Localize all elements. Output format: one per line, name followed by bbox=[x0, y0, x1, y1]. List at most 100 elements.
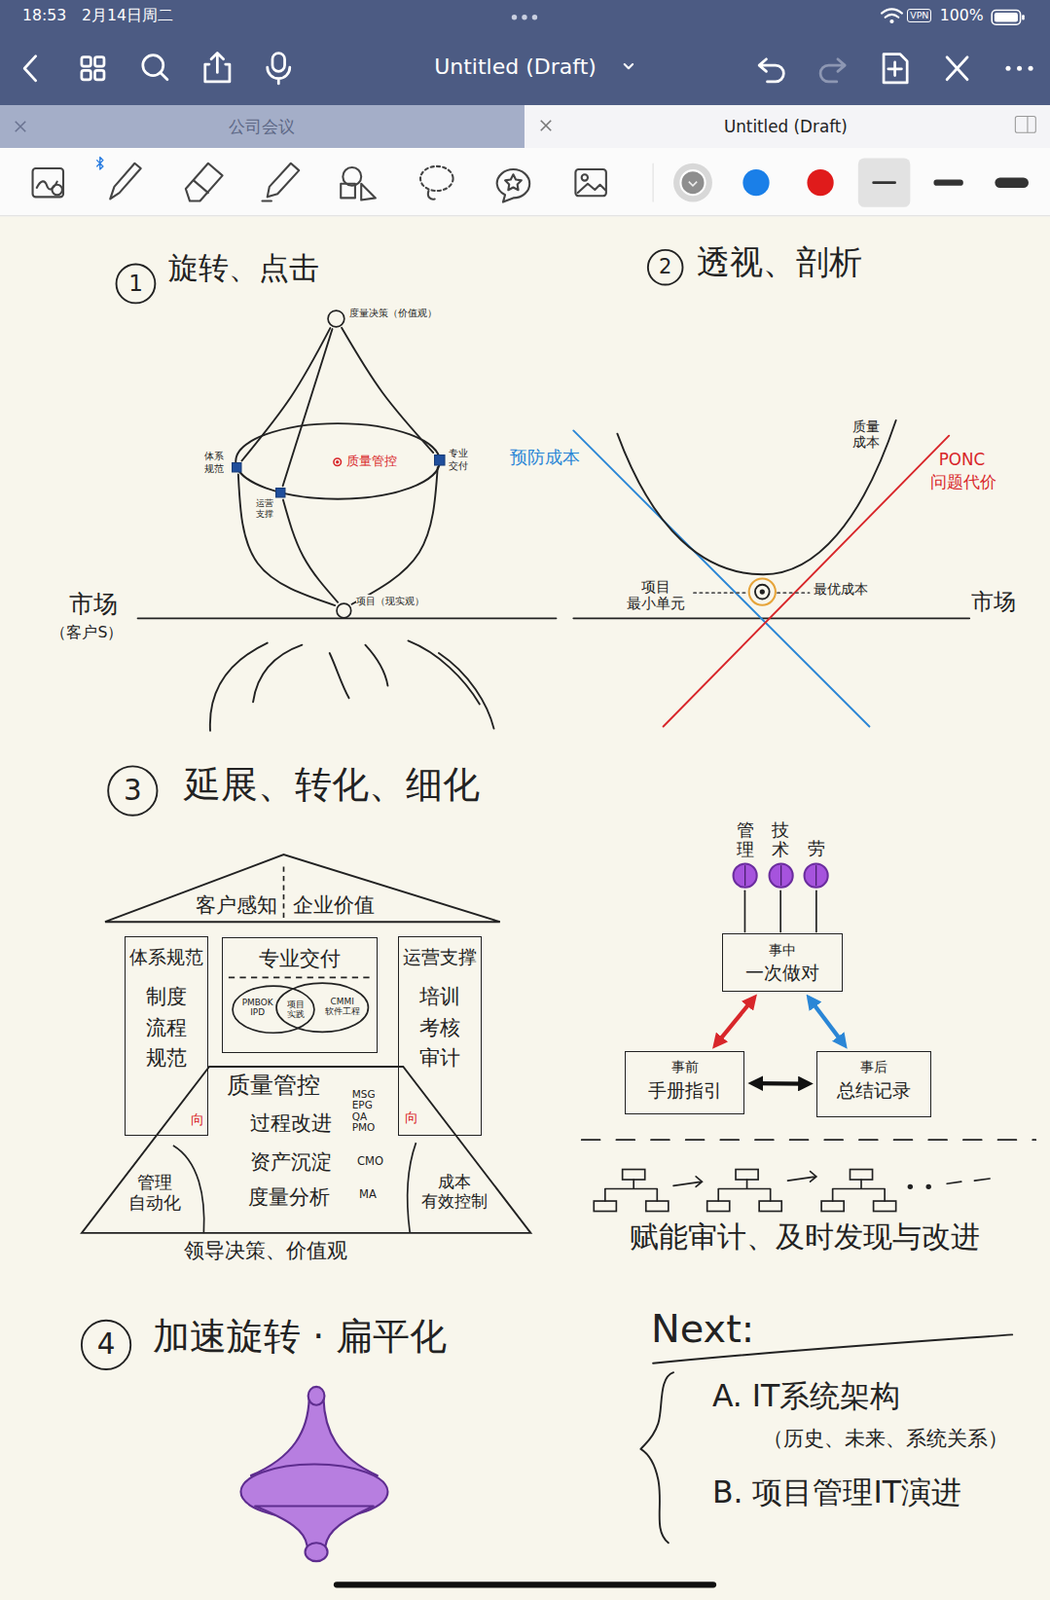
org-tree-icon bbox=[622, 1169, 646, 1180]
pin-outline bbox=[780, 865, 782, 886]
venn-ellipse-outline bbox=[276, 982, 368, 1032]
org-tree-icon bbox=[849, 1169, 872, 1180]
more-icon bbox=[1005, 66, 1011, 72]
pillar-box-text: 体系规范 bbox=[129, 945, 204, 969]
roof-outline bbox=[283, 866, 286, 918]
more-icon bbox=[1016, 66, 1022, 72]
org-tree-icon bbox=[821, 1200, 844, 1211]
pillar-box-text: 制度 流程 规范 bbox=[145, 981, 187, 1074]
tool-icon bbox=[185, 163, 223, 202]
color-swatch bbox=[688, 181, 697, 186]
core-marker-outline bbox=[335, 460, 339, 464]
stroke-width-option bbox=[1000, 177, 1024, 187]
tool-icon bbox=[575, 169, 606, 196]
roof: 客户感知企业价值 bbox=[105, 854, 501, 922]
connector bbox=[815, 890, 818, 932]
cost-chart bbox=[573, 420, 970, 727]
phase-box-text: 手册指引 bbox=[648, 1079, 723, 1102]
add-page-icon bbox=[883, 54, 907, 83]
pillar-box: 体系规范制度 流程 规范 bbox=[124, 936, 209, 1137]
battery-icon bbox=[991, 9, 1020, 25]
tool-icon bbox=[361, 183, 376, 201]
venn-ellipse-outline bbox=[276, 982, 368, 1032]
status-date: 2月14日周二 bbox=[81, 6, 174, 26]
divider-line bbox=[581, 1138, 1037, 1141]
tool-icon bbox=[51, 184, 62, 195]
corner-region-outline bbox=[407, 1142, 417, 1232]
core-marker-text: 质量管控 bbox=[346, 453, 398, 469]
pin-outline bbox=[768, 864, 793, 888]
pin-text: 技术 bbox=[771, 820, 790, 859]
tab-close bbox=[541, 120, 551, 131]
search-icon bbox=[160, 72, 168, 79]
tool-icon bbox=[109, 163, 141, 200]
pillar-box-text: 培训 考核 审计 bbox=[419, 981, 461, 1074]
toolbar bbox=[0, 147, 1050, 217]
next-item: B. 项目管理IT演进 bbox=[712, 1474, 962, 1512]
foundation-trapezoid-outline bbox=[81, 1066, 531, 1233]
corner-region-outline bbox=[407, 1142, 417, 1232]
step-circle bbox=[108, 765, 157, 815]
connector bbox=[779, 890, 782, 932]
step-number: 1 bbox=[128, 270, 144, 298]
value-node-outline bbox=[327, 310, 345, 327]
foundation-trapezoid-text: MSG EPG QA PMO bbox=[352, 1088, 376, 1134]
sphere-sketch bbox=[235, 423, 440, 500]
brace bbox=[641, 1372, 675, 1543]
pin-outline bbox=[815, 865, 817, 886]
wifi-icon bbox=[881, 8, 903, 17]
continuation-dots bbox=[907, 1184, 912, 1189]
step-circle bbox=[116, 264, 156, 304]
sphere-sketch bbox=[138, 423, 557, 731]
org-tree-icon bbox=[873, 1200, 897, 1211]
delivery-box-text: 专业交付 bbox=[258, 946, 341, 972]
spinning-top bbox=[305, 1542, 328, 1561]
pin-outline bbox=[768, 864, 793, 888]
connector bbox=[352, 467, 438, 605]
tab-title: 公司会议 bbox=[228, 116, 295, 137]
tool-icon bbox=[420, 166, 454, 191]
phase-box: 事前手册指引 bbox=[624, 1050, 746, 1115]
prevention-cost-line bbox=[573, 430, 869, 726]
pillar-marker-outline bbox=[434, 454, 446, 467]
foundation-trapezoid-text: 度量分析 bbox=[248, 1185, 330, 1210]
foundation-trapezoid: 质量管控过程改进MSG EPG QA PMO资产沉淀CMO度量分析MA管理 自动… bbox=[81, 1066, 531, 1233]
house-sketch bbox=[228, 977, 372, 979]
wifi-icon bbox=[889, 19, 894, 24]
axis-note: （客户S） bbox=[50, 623, 123, 643]
corner-region-text: 成本 有效控制 bbox=[421, 1171, 488, 1211]
root-line bbox=[364, 645, 388, 687]
divider-line bbox=[228, 977, 372, 979]
connector bbox=[744, 890, 747, 932]
phase-box-text: 一次做对 bbox=[745, 961, 820, 984]
connector bbox=[283, 328, 333, 486]
connector bbox=[242, 327, 331, 461]
corner-region: 管理 自动化 bbox=[111, 1145, 210, 1233]
step-circle bbox=[81, 250, 684, 1370]
leader-line bbox=[777, 591, 810, 594]
redo-icon bbox=[820, 59, 845, 82]
connector bbox=[283, 500, 338, 603]
next-note: （历史、未来、系统关系） bbox=[762, 1426, 1009, 1451]
stroke-width-option bbox=[937, 180, 961, 186]
pillar-box: 运营支撑培训 考核 审计 bbox=[398, 936, 482, 1137]
tab-bar bbox=[524, 105, 1050, 148]
status-bar bbox=[0, 0, 1050, 106]
next-heading: Next: bbox=[651, 1305, 755, 1353]
tab-bar bbox=[0, 105, 525, 148]
org-tree-icon bbox=[759, 1200, 782, 1211]
project-node-outline bbox=[335, 602, 353, 619]
base-label: 领导决策、价值观 bbox=[183, 1238, 348, 1264]
value-node-outline bbox=[327, 310, 345, 327]
mic-icon bbox=[272, 53, 286, 73]
section-title: 旋转、点击 bbox=[168, 250, 320, 288]
pillar-marker-text: 体系规范 bbox=[204, 449, 226, 474]
close-icon bbox=[946, 57, 968, 80]
phase-box: 事后总结记录 bbox=[816, 1050, 932, 1118]
pin: 管理 bbox=[731, 862, 759, 889]
next-sketch bbox=[641, 1334, 1014, 1543]
tool-icon bbox=[505, 174, 522, 190]
venn-ellipse-outline bbox=[233, 985, 316, 1033]
